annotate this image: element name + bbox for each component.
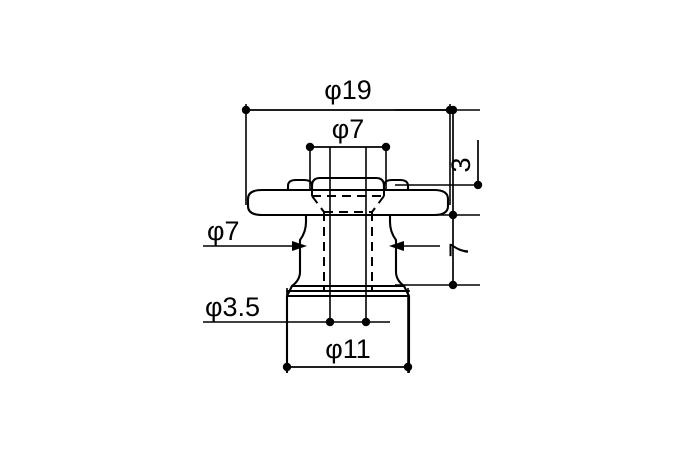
dimension-dia3-5: φ3.5 — [205, 292, 371, 327]
upper-flange-outline — [246, 188, 450, 217]
dimension-dia7-top: φ7 — [305, 114, 391, 152]
dim-endpoint-dot — [448, 280, 458, 290]
dim-endpoint-dot — [282, 362, 292, 372]
dimension-height-3: 3 — [446, 140, 483, 190]
dim-endpoint-dot — [241, 105, 251, 115]
dim-endpoint-dot — [305, 142, 315, 152]
hidden-edges — [306, 189, 390, 290]
dim-endpoint-dot — [448, 105, 458, 115]
arrow-right — [292, 241, 307, 251]
dim-label-dia11: φ11 — [325, 334, 371, 364]
center-lines — [329, 147, 367, 322]
dim-endpoint-dot — [361, 317, 371, 327]
dim-label-height-3: 3 — [446, 157, 476, 172]
dim-endpoint-dot — [473, 180, 483, 190]
top-boss-outline — [310, 176, 386, 192]
extension-lines — [203, 104, 480, 373]
dimension-dia11: φ11 — [282, 334, 413, 372]
dim-label-height-7: 7 — [444, 242, 474, 257]
dim-endpoint-dot — [325, 317, 335, 327]
dim-endpoint-dot — [448, 210, 458, 220]
flange-right-nub — [382, 178, 410, 192]
dim-endpoint-dot — [403, 362, 413, 372]
waist-left-profile — [290, 213, 308, 288]
waist-right-profile — [388, 213, 406, 288]
dimension-dia7-middle: φ7 — [207, 216, 404, 251]
dim-endpoint-dot — [381, 142, 391, 152]
dim-label-dia7-middle: φ7 — [207, 216, 240, 246]
dim-label-dia3-5: φ3.5 — [205, 292, 260, 322]
part-outline — [246, 176, 450, 374]
dimension-dia19: φ19 — [241, 75, 455, 115]
dim-label-dia7-top: φ7 — [332, 114, 365, 144]
arrow-left — [389, 241, 404, 251]
dimension-height-7: 7 — [444, 105, 474, 290]
flange-left-nub — [286, 178, 314, 192]
dim-label-dia19: φ19 — [324, 75, 372, 105]
